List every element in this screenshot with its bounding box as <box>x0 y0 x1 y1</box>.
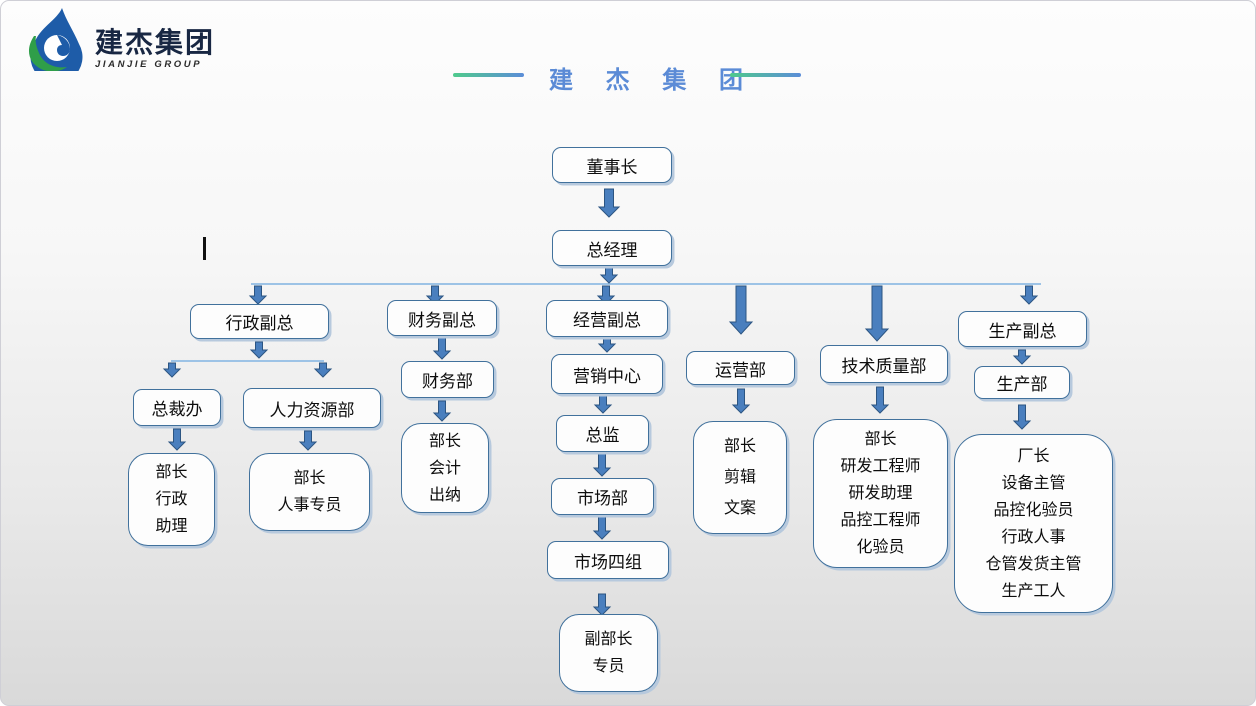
arrow-gm-line <box>599 266 619 284</box>
arrow-line-operations <box>728 285 754 335</box>
node-staff-market: 副部长 专员 <box>559 614 658 692</box>
arrow-vp-production-dept <box>1012 349 1032 365</box>
title-left-dash <box>453 73 524 77</box>
arrow-group <box>162 188 1039 616</box>
arrow-hr-staff-hr <box>298 430 318 451</box>
text-cursor <box>203 237 206 260</box>
logo-brand-cn: 建杰集团 <box>95 27 216 58</box>
node-director: 总监 <box>556 415 649 452</box>
arrow-marketing-director <box>593 395 613 414</box>
node-president-office: 总裁办 <box>133 389 221 426</box>
arrow-line-vp-production <box>1019 285 1039 305</box>
arrow-chairman-gm <box>597 188 621 218</box>
node-vp-business: 经营副总 <box>546 300 668 337</box>
page-title: 建 杰 集 团 <box>549 67 757 94</box>
arrow-market-group4 <box>592 516 612 540</box>
logo-brand-en: JIANJIE GROUP <box>95 59 203 70</box>
node-vp-production: 生产副总 <box>958 311 1087 347</box>
arrow-production-staff <box>1012 404 1032 430</box>
arrow-split-president-office <box>162 362 182 378</box>
arrow-tech-staff <box>870 386 890 414</box>
arrow-operations-staff <box>731 388 751 414</box>
node-staff-admin: 部长 行政 助理 <box>128 453 215 546</box>
node-dept-production: 生产部 <box>974 366 1070 399</box>
title-right-dash <box>730 73 801 77</box>
arrow-director-market <box>592 453 612 477</box>
arrow-vp-business-marketing <box>597 338 617 353</box>
arrow-office-staff-admin <box>167 428 187 451</box>
arrow-vp-finance-dept <box>432 337 452 360</box>
node-marketing-center: 营销中心 <box>551 354 663 394</box>
node-vp-admin: 行政副总 <box>190 304 329 339</box>
company-logo: 建杰集团 JIANJIE GROUP <box>23 7 215 71</box>
arrow-line-tech-quality <box>864 285 890 342</box>
arrow-finance-staff <box>432 400 452 422</box>
node-dept-tech-quality: 技术质量部 <box>820 345 948 383</box>
node-staff-operations: 部长 剪辑 文案 <box>693 421 787 534</box>
node-staff-hr: 部长 人事专员 <box>249 453 370 531</box>
node-chairman: 董事长 <box>552 147 672 183</box>
node-general-manager: 总经理 <box>552 230 672 266</box>
arrow-split-dept-hr <box>313 362 333 378</box>
node-staff-production: 厂长 设备主管 品控化验员 行政人事 仓管发货主管 生产工人 <box>954 434 1113 613</box>
logo-text: 建杰集团 JIANJIE GROUP <box>95 27 216 71</box>
node-dept-finance: 财务部 <box>401 361 494 398</box>
arrow-group4-staff <box>592 593 612 616</box>
node-market-group4: 市场四组 <box>547 541 669 579</box>
arrow-vp-admin-split <box>249 341 269 359</box>
node-vp-finance: 财务副总 <box>387 300 497 336</box>
node-dept-hr: 人力资源部 <box>243 388 381 428</box>
node-dept-market: 市场部 <box>551 478 654 515</box>
water-drop-logo-icon <box>29 8 83 71</box>
arrow-line-vp-admin <box>248 285 268 305</box>
node-staff-finance: 部长 会计 出纳 <box>401 423 489 513</box>
node-dept-operations: 运营部 <box>686 351 795 385</box>
node-staff-tech: 部长 研发工程师 研发助理 品控工程师 化验员 <box>813 419 948 568</box>
